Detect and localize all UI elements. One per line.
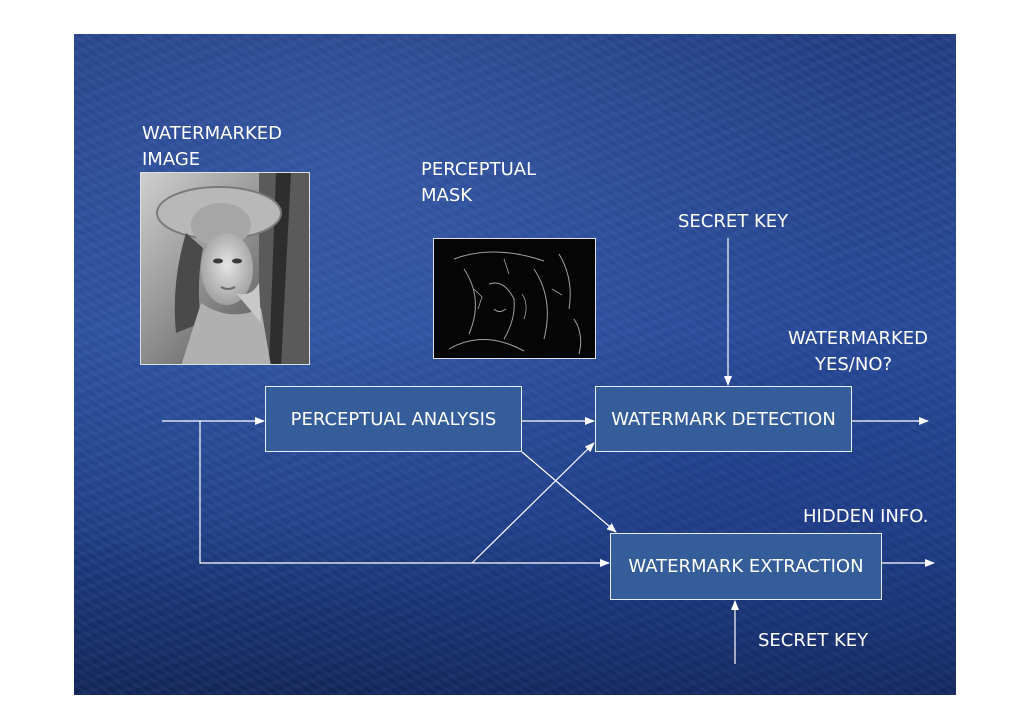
- perceptual-mask-image: [433, 238, 596, 359]
- input-branch-line: [199, 421, 610, 567]
- watermarked-yesno-label-line1: WATERMARKED: [788, 328, 928, 349]
- secret-key-bottom-label: SECRET KEY: [758, 630, 869, 651]
- perceptual-mask-label-line2: MASK: [421, 185, 473, 206]
- hidden-info-label: HIDDEN INFO.: [803, 506, 929, 527]
- perceptual-mask-label-line1: PERCEPTUAL: [421, 159, 537, 180]
- perceptual-analysis-box: PERCEPTUAL ANALYSIS: [265, 386, 522, 452]
- watermarked-image-label-line2: IMAGE: [142, 149, 201, 170]
- watermarked-image: [140, 172, 310, 365]
- analysis-to-extraction-arrow: [521, 451, 617, 533]
- watermark-extraction-box: WATERMARK EXTRACTION: [610, 533, 882, 600]
- watermarked-yesno-label-line2: YES/NO?: [815, 354, 893, 375]
- secret-key-top-label: SECRET KEY: [678, 211, 789, 232]
- watermark-detection-box: WATERMARK DETECTION: [595, 386, 852, 452]
- watermarked-image-label-line1: WATERMARKED: [142, 123, 282, 144]
- branch-to-detection-arrow: [471, 442, 595, 564]
